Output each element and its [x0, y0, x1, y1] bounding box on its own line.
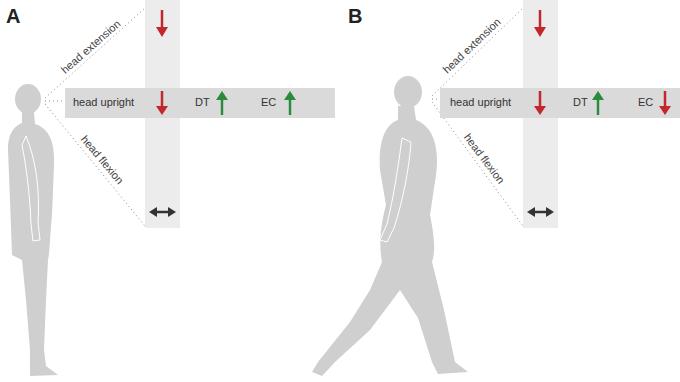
condition-label: DT [573, 96, 588, 109]
axis-label: head extension [440, 16, 503, 77]
axis-label: head flexion [461, 131, 507, 186]
condition-label: EC [638, 96, 653, 109]
band-label: head upright [73, 96, 134, 109]
axis-label: head flexion [78, 133, 126, 187]
walking-figure [312, 76, 468, 376]
head-position-band: head upright DT EC [440, 88, 680, 118]
panel-letter: A [6, 4, 20, 28]
standing-figure [8, 84, 58, 376]
panel-letter: B [348, 4, 362, 28]
axis-label: head extension [59, 17, 124, 76]
head-position-band: head upright DT EC [65, 88, 335, 118]
condition-label: DT [195, 96, 210, 109]
band-label: head upright [450, 96, 511, 109]
condition-label: EC [261, 96, 276, 109]
